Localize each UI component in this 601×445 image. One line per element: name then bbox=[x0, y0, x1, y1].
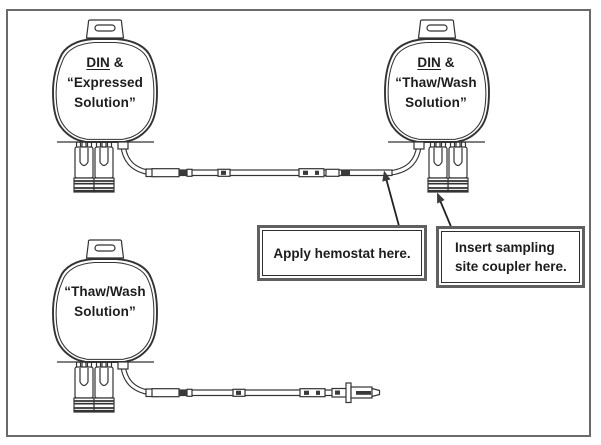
din-label: DIN bbox=[417, 55, 441, 70]
page-border bbox=[6, 9, 591, 437]
thaw-wash-bag-label: “Thaw/Wash Solution” bbox=[64, 284, 146, 319]
hemostat-arrow bbox=[382, 170, 400, 227]
transfer-tube-bottom bbox=[145, 382, 381, 404]
hemostat-callout: Apply hemostat here. bbox=[257, 225, 427, 281]
hemostat-callout-text: Apply hemostat here. bbox=[262, 230, 422, 276]
spike-connector bbox=[331, 382, 381, 404]
thaw-wash-bag-graphic bbox=[53, 240, 157, 412]
coupler-callout: Insert sampling site coupler here. bbox=[436, 226, 585, 288]
coupler-callout-text: Insert sampling site coupler here. bbox=[441, 231, 580, 283]
din-label: DIN bbox=[86, 55, 110, 70]
coupler-arrow bbox=[437, 192, 453, 230]
expressed-solution-bag-label: DIN & “Expressed Solution” bbox=[52, 53, 158, 113]
din-line: DIN & bbox=[86, 55, 124, 70]
transfer-tube-top bbox=[145, 168, 393, 178]
thaw-wash-din-bag-label: DIN & “Thaw/Wash Solution” bbox=[383, 53, 489, 113]
din-line: DIN & bbox=[417, 55, 455, 70]
